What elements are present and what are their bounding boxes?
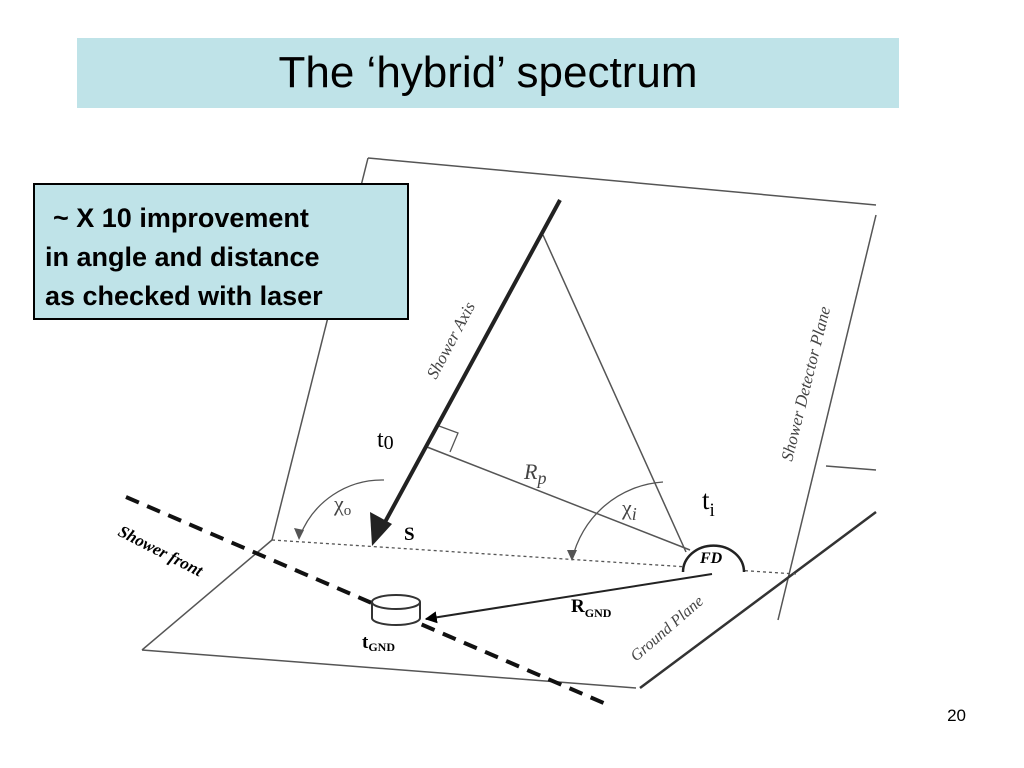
chi0-label: χo — [333, 491, 351, 519]
ground-plane-front-edge — [639, 510, 877, 690]
shower-axis-arrowhead — [370, 512, 392, 546]
slide-title: The ‘hybrid’ spectrum — [278, 48, 698, 97]
shower-front-line — [125, 495, 607, 706]
right-angle-mark — [438, 425, 459, 453]
chii-arc-arrow — [567, 550, 577, 561]
rgnd-label: RGND — [571, 596, 612, 620]
slide-number: 20 — [947, 706, 966, 725]
chi0-arc-arrow — [294, 528, 304, 540]
callout-line-1: ~ X 10 improvement — [53, 203, 309, 233]
shower-axis-label: Shower Axis — [423, 298, 479, 382]
rp-label: Rp — [523, 459, 546, 488]
rgnd-arrow — [424, 573, 713, 624]
ground-detector-cylinder — [371, 594, 421, 626]
s-label: S — [404, 524, 415, 545]
ti-label: ti — [702, 485, 715, 521]
callout-line-2: in angle and distance — [45, 242, 320, 272]
t0-label: t0 — [377, 427, 394, 454]
chii-label: χi — [621, 495, 637, 524]
title-bar: The ‘hybrid’ spectrum — [77, 38, 899, 108]
callout-line-3: as checked with laser — [45, 281, 323, 311]
improvement-callout: ~ X 10 improvement in angle and distance… — [33, 183, 409, 320]
chii-arc — [571, 481, 664, 561]
ground-plane-label: Ground Plane — [627, 593, 706, 665]
fd-detector — [681, 544, 746, 573]
shower-axis-arrow — [376, 199, 562, 536]
rp-line — [426, 446, 691, 551]
shower-detector-plane-label: Shower Detector Plane — [777, 304, 834, 463]
shower-front-label: Shower front — [115, 522, 207, 581]
ground-plane — [141, 465, 877, 689]
chi0-arc — [299, 479, 385, 537]
tgnd-label: tGND — [362, 632, 395, 654]
fd-label: FD — [699, 550, 723, 567]
viewing-ray — [542, 234, 687, 553]
